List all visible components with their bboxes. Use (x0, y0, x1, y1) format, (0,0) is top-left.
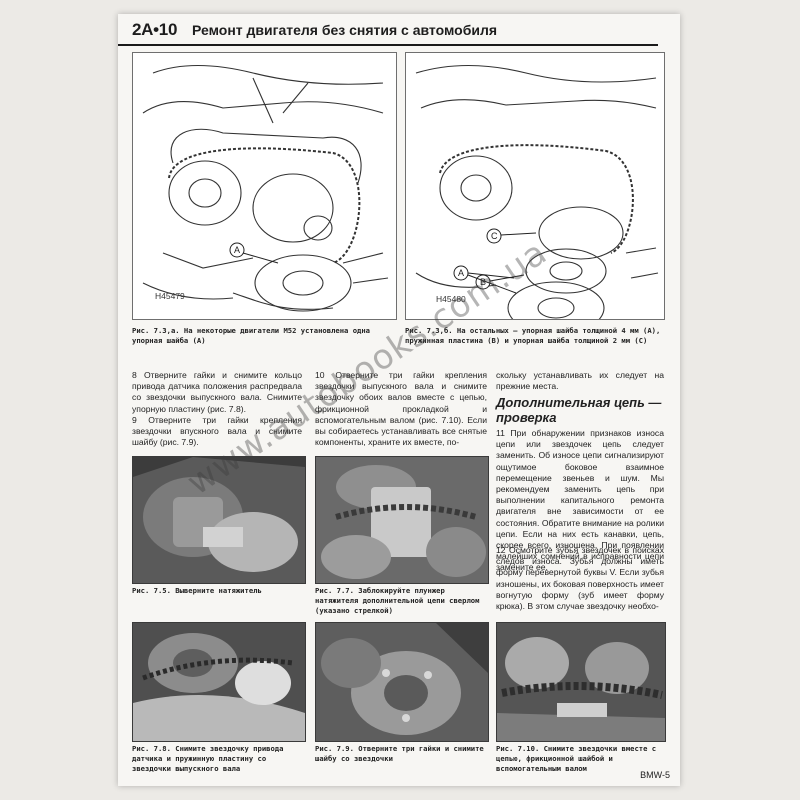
photo-7-7 (315, 456, 489, 584)
photo-7-8 (132, 622, 306, 742)
figure-id-label: H45480 (436, 294, 466, 304)
engine-diagram-m52: A H45479 (142, 65, 389, 312)
section-code: 2A•10 (132, 20, 178, 39)
callout-b: B (480, 277, 486, 287)
page-number: BMW-5 (640, 770, 670, 780)
section-heading: Дополнительная цепь — проверка (496, 395, 662, 425)
photo-sprockets-chain (497, 623, 665, 741)
engine-diagram-washers: C B A H45480 (415, 65, 659, 319)
text-column-3-top: скольку устанавливать их следует на преж… (496, 370, 664, 392)
figure-caption: Рис. 7.3,а. На некоторые двигатели M52 у… (132, 326, 370, 345)
photo-caption: Рис. 7.10. Снимите звездочки вместе с це… (496, 744, 657, 773)
photo-caption: Рис. 7.9. Отверните три гайки и снимите … (315, 744, 484, 763)
text-column-1: 8 Отверните гайки и снимите кольцо приво… (132, 370, 302, 448)
photo-7-5 (132, 456, 306, 584)
photo-caption: Рис. 7.5. Выверните натяжитель (132, 586, 262, 595)
figure-caption: Рис. 7.3,б. На остальных — упорная шайба… (405, 326, 661, 345)
page-header: 2A•10 Ремонт двигателя без снятия с авто… (118, 18, 658, 46)
page-title: Ремонт двигателя без снятия с автомобиля (192, 22, 498, 38)
text-column-2: 10 Отверните три гайки крепления звездоч… (315, 370, 487, 448)
callout-a: A (458, 268, 464, 278)
photo-tensioner (133, 457, 305, 583)
text-paragraph-12: 12 Осмотрите зубья звездочек в поисках с… (496, 545, 664, 612)
photo-chain-plunger (316, 457, 488, 583)
photo-caption: Рис. 7.7. Заблокируйте плунжер натяжител… (315, 586, 480, 615)
figure-id-label: H45479 (155, 291, 185, 301)
callout-a: A (234, 245, 240, 255)
text-paragraph-11: 11 При обнаружении признаков износа цепи… (496, 428, 664, 573)
photo-7-9 (315, 622, 489, 742)
figure-7-3a: A H45479 (132, 52, 397, 320)
figure-7-3b: C B A H45480 (405, 52, 665, 320)
callout-c: C (491, 231, 498, 241)
photo-washer-nuts (316, 623, 488, 741)
photo-sensor-sprocket (133, 623, 305, 741)
photo-7-10 (496, 622, 666, 742)
photo-caption: Рис. 7.8. Снимите звездочку привода датч… (132, 744, 284, 773)
